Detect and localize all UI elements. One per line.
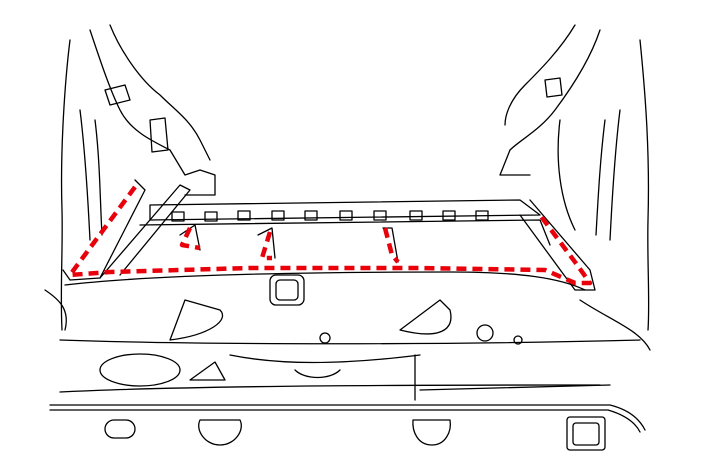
floor-bump-right: [399, 299, 452, 335]
right-quarter-panel: [499, 24, 651, 351]
panel-holes: [171, 210, 489, 222]
rear-sill: [49, 404, 646, 451]
rear-cross-panel: [139, 199, 551, 263]
floor-oval-hole: [99, 353, 181, 387]
floor-pan: [59, 271, 641, 401]
floor-plug: [269, 274, 305, 306]
sealer-line-bracket-left: [179, 227, 201, 251]
sealer-line-bracket-center: [259, 231, 273, 261]
sealer-line-main: [67, 185, 593, 286]
sealer-lines: [67, 185, 593, 286]
left-quarter-panel: [44, 24, 216, 331]
floor-bump-left: [169, 299, 223, 341]
sealer-line-bracket-right: [382, 227, 400, 264]
